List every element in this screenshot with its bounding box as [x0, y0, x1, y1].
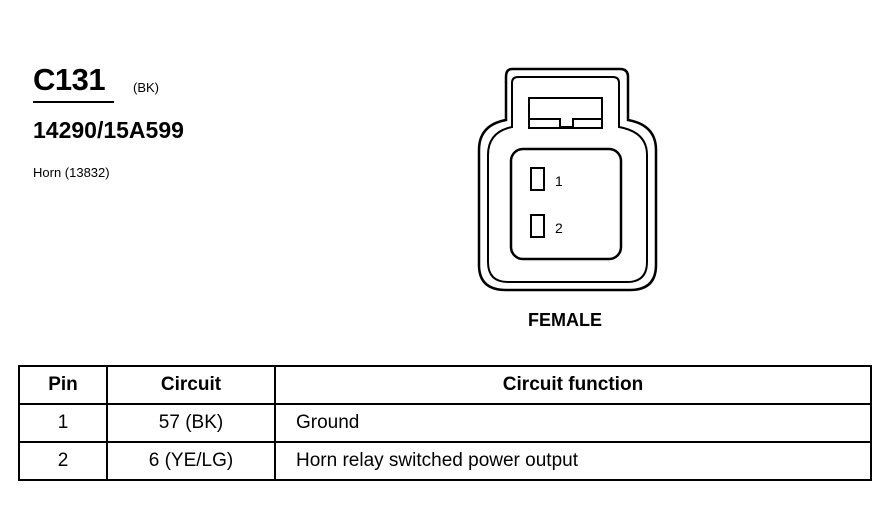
header-circuit: Circuit — [106, 365, 276, 405]
connector-id-underline — [33, 101, 114, 103]
component-name: Horn (13832) — [33, 165, 110, 180]
pin-number-1: 1 — [555, 173, 563, 189]
header-pin: Pin — [18, 365, 108, 405]
function-cell: Ground — [274, 403, 872, 443]
terminal-face — [509, 147, 623, 261]
pin-number-2: 2 — [555, 220, 563, 236]
header-circuit-function: Circuit function — [274, 365, 872, 405]
connector-color-code: (BK) — [133, 80, 159, 95]
pin-cell: 1 — [18, 403, 108, 443]
table-header-row: Pin Circuit Circuit function — [18, 365, 872, 405]
connector-outer-shell — [477, 67, 658, 292]
function-cell: Horn relay switched power output — [274, 441, 872, 481]
part-numbers: 14290/15A599 — [33, 117, 184, 143]
circuit-cell: 6 (YE/LG) — [106, 441, 276, 481]
latch-notch — [529, 118, 602, 128]
circuit-cell: 57 (BK) — [106, 403, 276, 443]
pin-table: Pin Circuit Circuit function 1 57 (BK) G… — [18, 365, 872, 481]
table-row: 2 6 (YE/LG) Horn relay switched power ou… — [18, 441, 872, 481]
table-row: 1 57 (BK) Ground — [18, 403, 872, 443]
pin-cell: 2 — [18, 441, 108, 481]
connector-id: C131 — [33, 62, 106, 97]
connector-latch — [528, 97, 603, 129]
pin-cavity-2 — [530, 214, 545, 238]
pin-cavity-1 — [530, 167, 545, 191]
connector-inner-shell — [487, 76, 648, 283]
connector-gender: FEMALE — [528, 310, 602, 330]
